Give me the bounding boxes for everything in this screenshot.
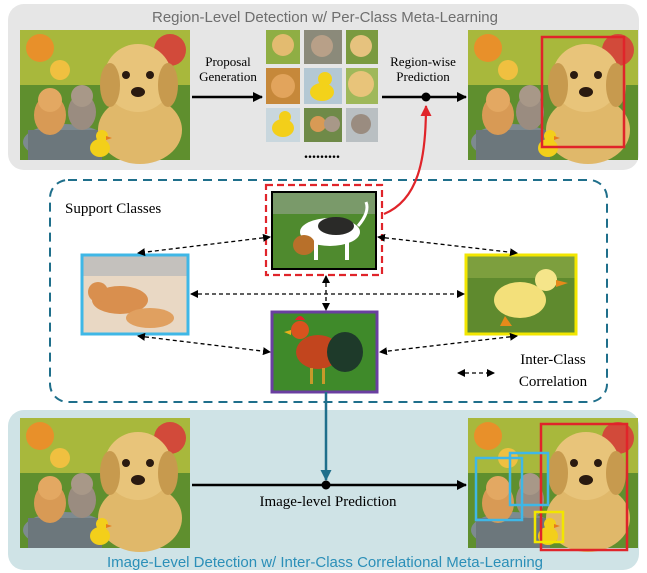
region-prediction-node — [421, 92, 431, 102]
support-to-region-arrow — [383, 105, 432, 216]
bottom-input-photo — [20, 418, 190, 552]
region-dog-detection-box — [540, 35, 626, 149]
duck-photo — [467, 256, 575, 333]
rooster-photo — [273, 313, 376, 391]
correlation-arrow — [377, 233, 518, 257]
image-cat-detection-box-1 — [474, 456, 524, 522]
proposal-crop — [304, 30, 342, 64]
support-classes-title: Support Classes — [65, 201, 161, 217]
proposal-label-line2: Generation — [199, 69, 257, 84]
beagle-photo — [272, 192, 376, 269]
proposal-crop — [266, 68, 300, 104]
image-dog-detection-box — [539, 422, 629, 552]
legend-label-line2: Correlation — [519, 374, 588, 390]
proposal-crop — [346, 30, 378, 64]
proposal-crop — [304, 108, 342, 142]
legend-label-line1: Inter-Class — [520, 352, 586, 368]
image-prediction-node — [321, 480, 331, 490]
correlation-arrow — [137, 233, 271, 257]
rooster-box — [270, 310, 379, 394]
image-prediction-label: Image-level Prediction — [259, 494, 397, 510]
correlation-arrow — [137, 332, 271, 356]
bottom-output-photo — [468, 418, 638, 552]
proposal-ellipsis: ......... — [304, 145, 340, 162]
correlation-arrow — [379, 332, 518, 356]
proposal-grid — [266, 30, 378, 142]
region-prediction-label-line2: Prediction — [396, 69, 450, 84]
proposal-crop — [304, 68, 342, 104]
duck-box — [464, 253, 578, 336]
image-cat-detection-box-2 — [508, 451, 550, 507]
support-classes-panel — [49, 179, 608, 403]
top-input-photo — [20, 30, 190, 164]
top-panel-title: Region-Level Detection w/ Per-Class Meta… — [152, 9, 498, 26]
cat-photo — [83, 256, 187, 333]
proposal-crop — [346, 108, 378, 142]
cat-box — [80, 253, 190, 336]
proposal-crop — [266, 108, 300, 142]
proposal-crop — [346, 68, 378, 104]
proposal-label-line1: Proposal — [205, 54, 251, 69]
proposal-crop — [266, 30, 300, 64]
bottom-panel-title: Image-Level Detection w/ Inter-Class Cor… — [107, 554, 543, 571]
top-output-photo — [468, 30, 638, 164]
image-duck-detection-box — [533, 510, 565, 544]
region-prediction-label-line1: Region-wise — [390, 54, 456, 69]
